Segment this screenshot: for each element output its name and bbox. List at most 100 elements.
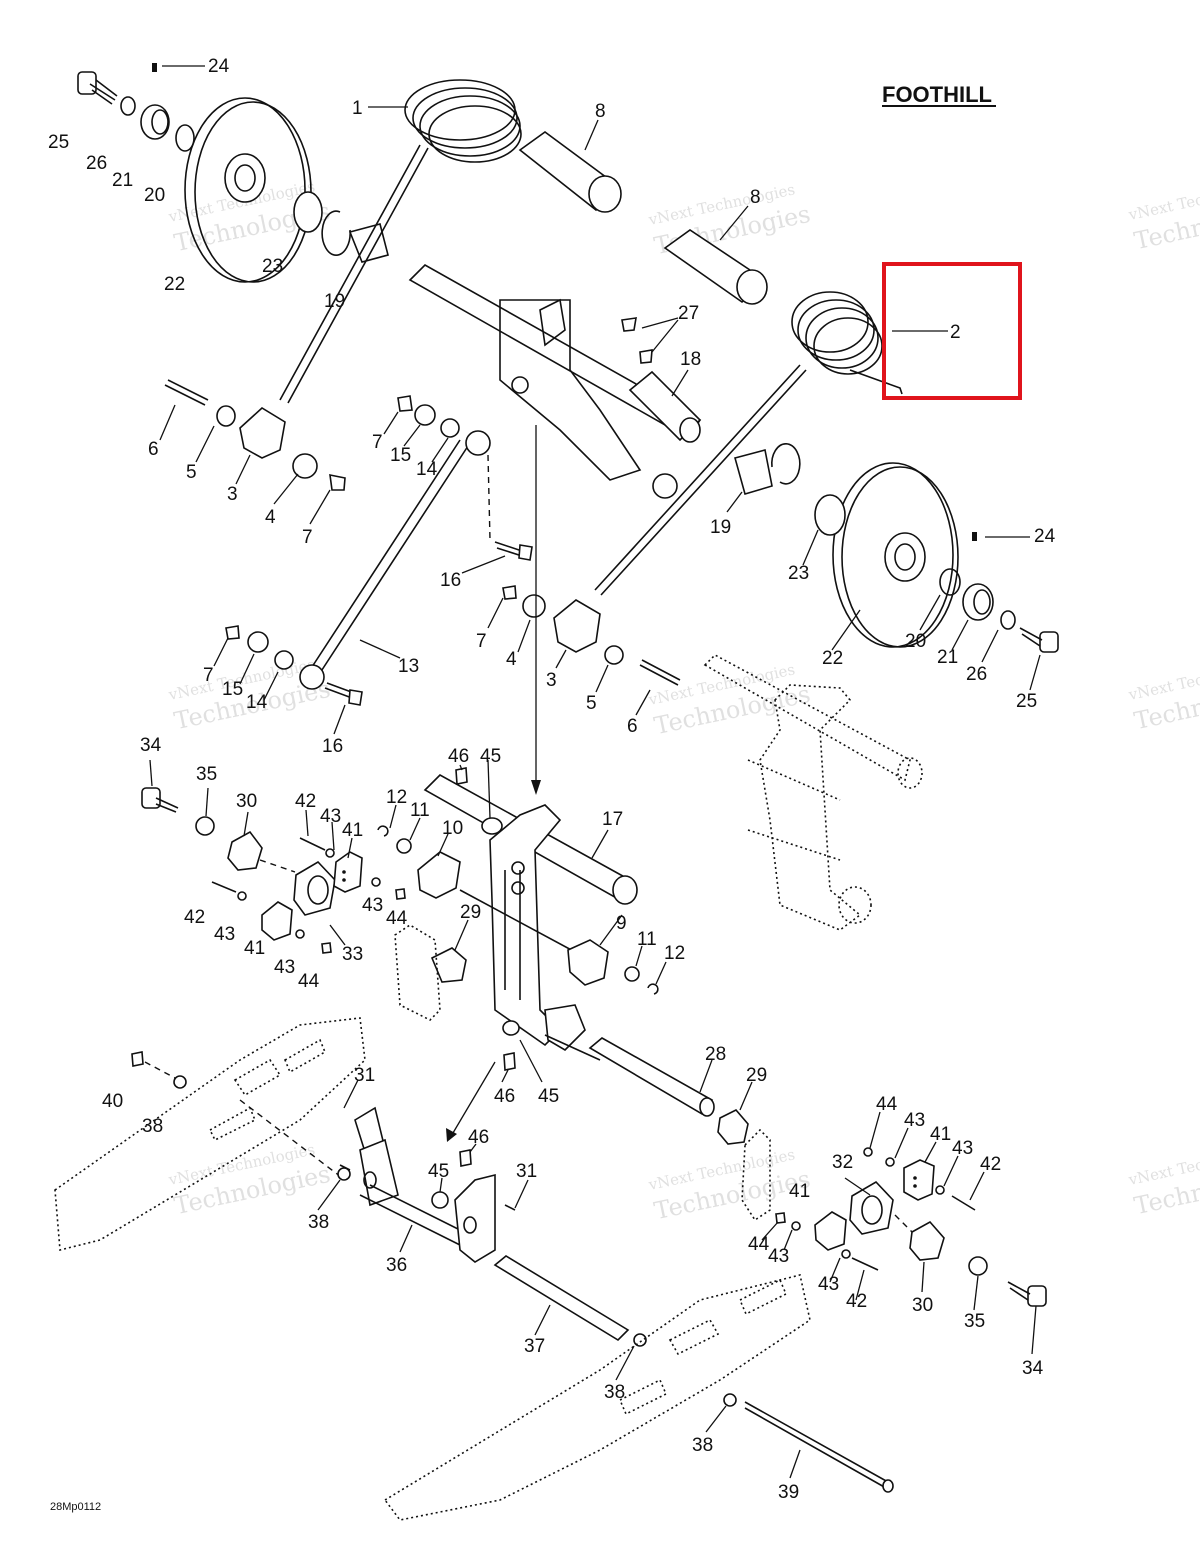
screws-27 — [621, 317, 653, 364]
callout-43: 43 — [818, 1274, 839, 1295]
callout-27: 27 — [678, 303, 699, 324]
callout-6: 6 — [148, 439, 159, 460]
small-fasteners-42-43-44 — [211, 837, 406, 954]
callout-4: 4 — [506, 649, 517, 670]
callout-46: 46 — [468, 1127, 489, 1148]
callout-23: 23 — [788, 563, 809, 584]
bolt-34-left — [141, 787, 179, 813]
callout-15: 15 — [390, 445, 411, 466]
callout-43: 43 — [274, 957, 295, 978]
spacer-19 — [348, 223, 389, 263]
callout-6: 6 — [627, 716, 638, 737]
alignment-line — [894, 1214, 913, 1233]
small-fasteners-right — [775, 1147, 976, 1271]
bracket-41-right-lower — [814, 1211, 847, 1251]
assembly-arrow-lower — [449, 1061, 496, 1139]
callout-7: 7 — [476, 631, 487, 652]
watermark: vNext Technologies Technologies — [1126, 1140, 1200, 1220]
callout-42: 42 — [295, 791, 316, 812]
ghost-bracket-left — [394, 924, 441, 1021]
callout-30: 30 — [236, 791, 257, 812]
callout-43: 43 — [904, 1110, 925, 1131]
callout-19: 19 — [324, 291, 345, 312]
bolt-34-right — [1007, 1281, 1047, 1307]
idler-wheel-right — [832, 462, 959, 648]
callout-34: 34 — [1022, 1358, 1044, 1379]
callout-10: 10 — [442, 818, 463, 839]
axle-39 — [723, 1393, 894, 1493]
rail-left — [54, 1017, 366, 1252]
callout-7: 7 — [203, 665, 214, 686]
callout-44: 44 — [748, 1234, 770, 1255]
rod-13 — [309, 439, 469, 677]
callout-2: 2 — [950, 322, 961, 343]
callout-38: 38 — [604, 1382, 625, 1403]
callout-25: 25 — [1016, 691, 1037, 712]
bracket-3-left — [164, 379, 346, 491]
circlip-19 — [321, 210, 351, 256]
tube-37 — [493, 1255, 630, 1342]
callout-41: 41 — [342, 820, 363, 841]
callout-18: 18 — [680, 349, 701, 370]
fasteners-lower-left — [225, 625, 363, 706]
callout-14: 14 — [416, 459, 438, 480]
set-screw-24-top — [152, 63, 157, 72]
bushing-32 — [849, 1180, 894, 1235]
callout-41: 41 — [244, 938, 265, 959]
screw-46-lower — [502, 1020, 520, 1071]
tube-8-lower — [663, 229, 768, 305]
callout-19: 19 — [710, 517, 731, 538]
collar-21-right — [962, 583, 994, 621]
callout-45: 45 — [428, 1161, 449, 1182]
alignment-line — [259, 859, 296, 873]
washer-35-right — [968, 1256, 988, 1276]
callout-9: 9 — [616, 913, 627, 934]
ring-20 — [175, 124, 195, 152]
bushing-29-right — [717, 1109, 749, 1145]
callout-21: 21 — [112, 170, 133, 191]
rail-right — [383, 1274, 811, 1521]
callout-7: 7 — [372, 432, 383, 453]
callout-43: 43 — [214, 924, 235, 945]
callout-15: 15 — [222, 679, 243, 700]
assembly-arrowhead — [531, 780, 541, 795]
bushing-30-left — [227, 830, 263, 871]
bracket-41-upper — [333, 851, 363, 893]
bracket-10 — [417, 851, 461, 899]
callout-40: 40 — [102, 1091, 123, 1112]
fastener-40-38 — [131, 1051, 187, 1089]
tube-28 — [588, 1037, 715, 1117]
callout-20: 20 — [144, 185, 165, 206]
callout-23: 23 — [262, 256, 283, 277]
callout-42: 42 — [184, 907, 205, 928]
callout-12: 12 — [664, 943, 685, 964]
set-screw-24 — [972, 532, 977, 541]
watermark: vNext Technologies Technologies — [1126, 655, 1200, 735]
callout-14: 14 — [246, 692, 268, 713]
bearing-23-right — [814, 494, 846, 536]
callout-37: 37 — [524, 1336, 545, 1357]
ghost-assembly-view — [703, 654, 923, 931]
callout-42: 42 — [980, 1154, 1001, 1175]
callout-4: 4 — [265, 507, 276, 528]
callout-43: 43 — [952, 1138, 973, 1159]
bolt-left-top — [77, 71, 118, 105]
callout-41: 41 — [930, 1124, 951, 1145]
bushing-33 — [293, 860, 336, 916]
callout-11: 11 — [410, 800, 430, 821]
watermark: vNext Technologies Technologies — [1126, 175, 1200, 255]
callout-38: 38 — [142, 1116, 163, 1137]
bracket-36 — [339, 1106, 516, 1263]
bracket-41-right-upper — [903, 1159, 935, 1201]
alignment-line — [239, 1099, 346, 1181]
tube-8-upper — [518, 131, 622, 213]
callout-41: 41 — [789, 1181, 810, 1202]
swing-arm-17 — [423, 774, 638, 1061]
callout-17: 17 — [602, 809, 623, 830]
callout-29: 29 — [460, 902, 481, 923]
callout-12: 12 — [386, 787, 407, 808]
callout-29: 29 — [746, 1065, 767, 1086]
clip-12-11-upper — [377, 825, 412, 854]
bracket-9 — [567, 939, 659, 995]
